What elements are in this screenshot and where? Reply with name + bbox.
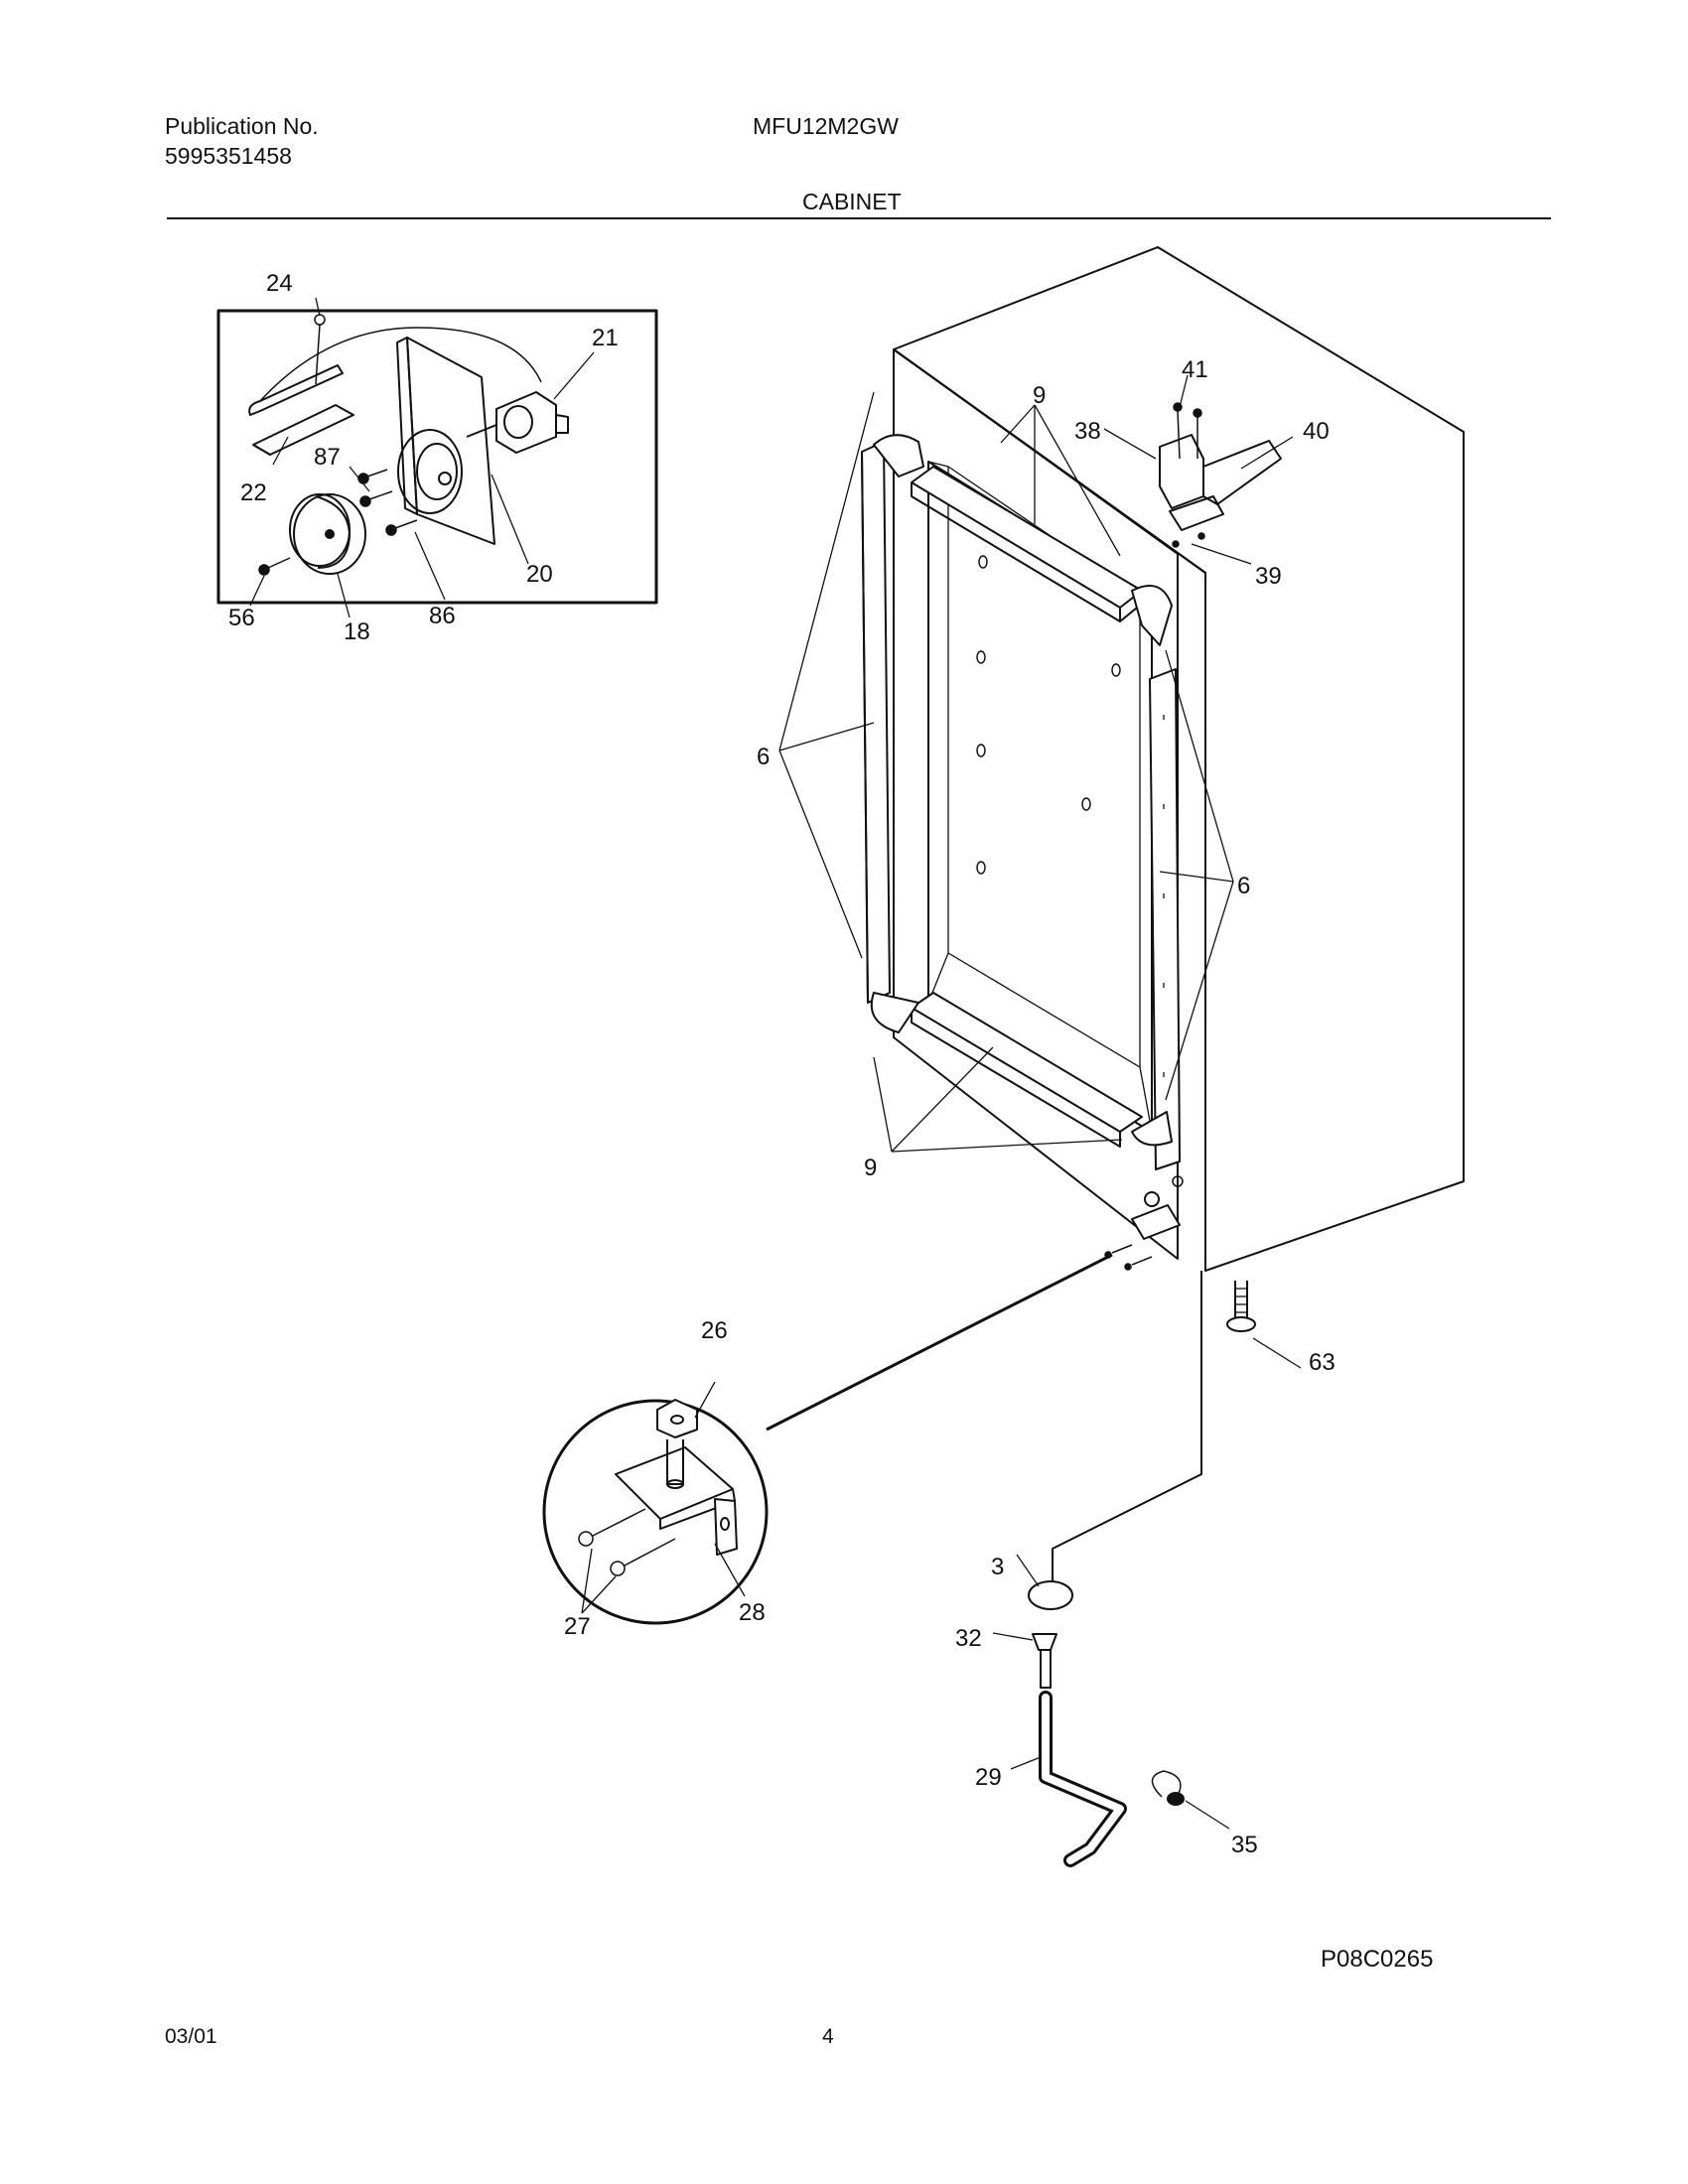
model-number: MFU12M2GW	[753, 113, 899, 139]
callout-87: 87	[314, 444, 341, 471]
section-title: CABINET	[802, 189, 902, 214]
figure-id: P08C0265	[1321, 1946, 1434, 1973]
callout-24: 24	[266, 270, 293, 297]
callout-6-right: 6	[1237, 873, 1250, 899]
callout-3: 3	[991, 1554, 1004, 1580]
publication-label: Publication No.	[165, 113, 319, 139]
callout-28: 28	[739, 1599, 766, 1626]
callout-56: 56	[228, 605, 255, 631]
callout-27: 27	[564, 1613, 591, 1640]
callout-40: 40	[1303, 418, 1330, 445]
callout-9-top: 9	[1033, 382, 1046, 409]
callout-41: 41	[1182, 356, 1208, 383]
callout-35: 35	[1231, 1832, 1258, 1858]
callout-32: 32	[955, 1625, 982, 1652]
callout-9-bottom: 9	[864, 1155, 877, 1181]
callout-20: 20	[526, 561, 553, 588]
drain-assembly	[992, 1271, 1302, 1867]
publication-number: 5995351458	[165, 143, 292, 169]
callout-63: 63	[1309, 1349, 1336, 1376]
callout-86: 86	[429, 603, 456, 629]
callout-22: 22	[240, 479, 267, 506]
footer-date: 03/01	[165, 2025, 217, 2048]
hinge-detail-circle	[542, 1253, 1113, 1625]
callout-6-left: 6	[757, 744, 770, 770]
callout-21: 21	[592, 325, 619, 351]
part-callouts: 24 21 22 87 20 56 18 86 41 9 38 40 39 6 …	[228, 270, 1336, 1858]
header-rule	[167, 217, 1551, 219]
fan-motor-inset	[216, 297, 658, 618]
cabinet-body	[861, 246, 1465, 1332]
callout-29: 29	[975, 1764, 1002, 1791]
page-number: 4	[822, 2025, 834, 2048]
callout-39: 39	[1255, 563, 1282, 590]
callout-18: 18	[344, 618, 370, 645]
callout-38: 38	[1074, 418, 1101, 445]
callout-26: 26	[701, 1317, 728, 1344]
